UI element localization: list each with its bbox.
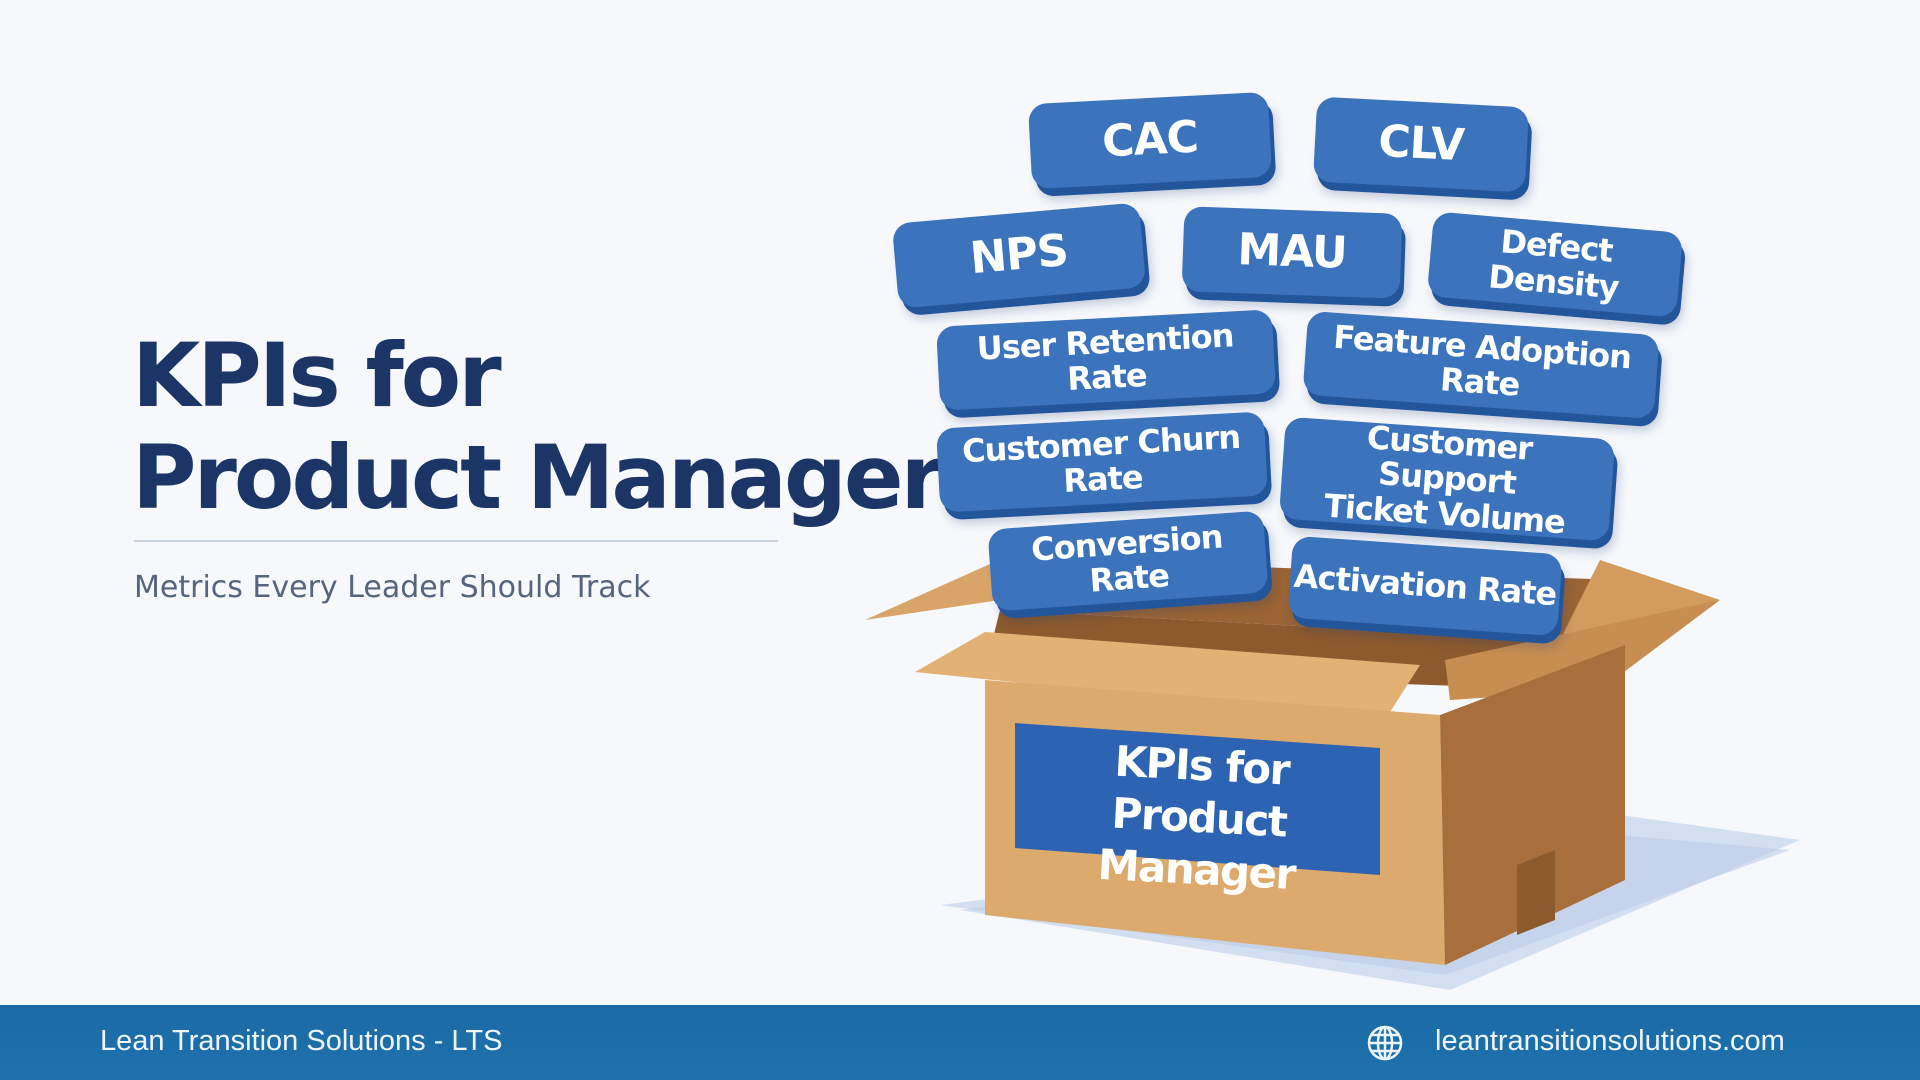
box-label-line-2: Product Manager (1096, 788, 1297, 900)
globe-icon (1367, 1025, 1403, 1061)
footer-bar: Lean Transition Solutions - LTS leantran… (0, 1005, 1920, 1080)
kpi-chip-cac: CAC (1027, 91, 1273, 190)
footer-website-link[interactable]: leantransitionsolutions.com (1435, 1025, 1785, 1057)
kpi-chip-user-retention-rate: User Retention Rate (936, 309, 1276, 411)
footer-company: Lean Transition Solutions - LTS (100, 1025, 503, 1057)
kpi-chip-customer-churn-rate: Customer Churn Rate (936, 411, 1268, 513)
slide-title: KPIs for Product Manager (132, 324, 944, 529)
kpi-box-illustration: KPIs for Product Manager CAC CLV NPS MAU… (865, 91, 1800, 990)
kpi-chip-mau: MAU (1181, 206, 1403, 299)
title-line-2: Product Manager (132, 426, 944, 529)
slide-subtitle: Metrics Every Leader Should Track (134, 570, 651, 605)
kpi-chip-customer-support-ticket-volume: Customer Support Ticket Volume (1278, 416, 1616, 542)
title-divider (134, 540, 778, 542)
title-line-1: KPIs for (132, 324, 502, 427)
kpi-chip-clv: CLV (1312, 96, 1530, 193)
box-label: KPIs for Product Manager (1017, 731, 1383, 900)
